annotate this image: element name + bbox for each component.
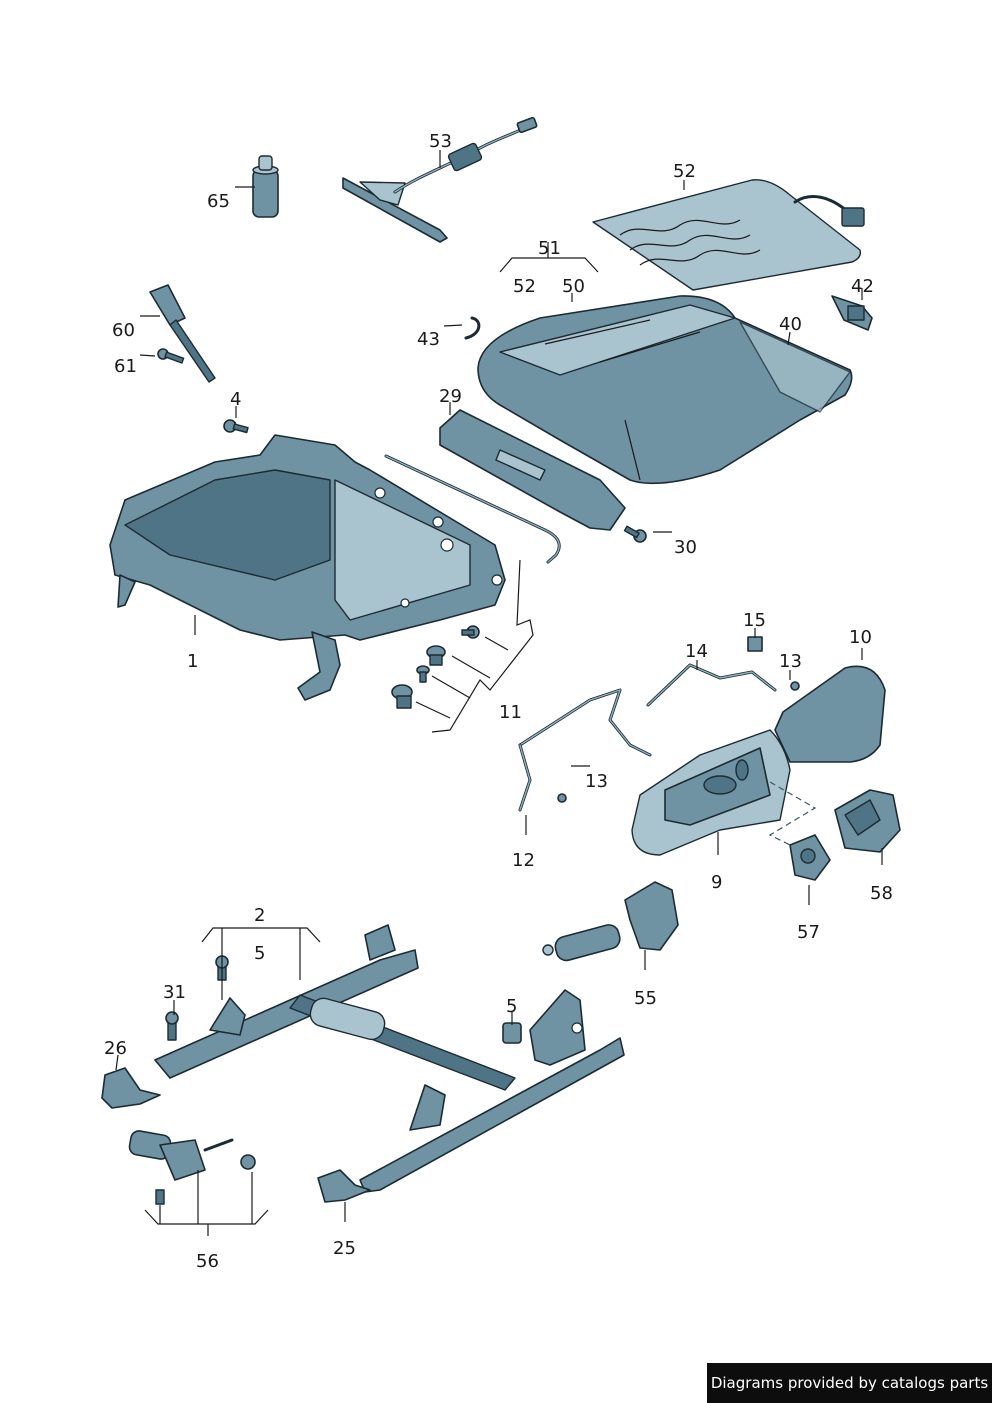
part-9-leader-dashes — [768, 781, 817, 846]
callout-10: 10 — [849, 627, 872, 648]
callout-58: 58 — [870, 883, 893, 904]
callout-29: 29 — [439, 386, 462, 407]
part-30-bolt — [623, 525, 647, 543]
callout-65: 65 — [207, 191, 230, 212]
part-26-bracket — [101, 1067, 161, 1109]
part-53-harness — [342, 116, 538, 243]
callout-52-mat: 52 — [673, 161, 696, 182]
part-29-bracket — [439, 409, 626, 531]
callout-55: 55 — [634, 988, 657, 1009]
callout-42: 42 — [851, 276, 874, 297]
part-4-bolt — [223, 419, 249, 434]
part-11-fasteners — [391, 625, 480, 709]
part-55-motor — [542, 881, 679, 962]
callout-25: 25 — [333, 1238, 356, 1259]
part-31-screw — [165, 1011, 179, 1041]
callout-51: 51 — [538, 238, 561, 259]
callout-2: 2 — [254, 905, 265, 926]
callout-15: 15 — [743, 610, 766, 631]
callout-52-group: 52 — [513, 276, 536, 297]
callout-53: 53 — [429, 131, 452, 152]
footer-banner: Diagrams provided by catalogs parts — [707, 1363, 992, 1403]
part-43-clip — [464, 316, 481, 340]
callout-30: 30 — [674, 537, 697, 558]
callout-12: 12 — [512, 850, 535, 871]
part-42-connector — [831, 295, 873, 331]
callout-9: 9 — [711, 872, 722, 893]
part-50-seat-cushion — [477, 295, 853, 485]
callout-31: 31 — [163, 982, 186, 1003]
part-52-heating-mat — [592, 179, 865, 291]
part-10-side-trim — [774, 665, 886, 763]
callout-14: 14 — [685, 641, 708, 662]
part-60-belt-buckle — [149, 284, 216, 383]
callout-60: 60 — [112, 320, 135, 341]
callout-4: 4 — [230, 389, 241, 410]
part-56-motor — [128, 1130, 256, 1205]
part-1-seat-frame — [109, 434, 506, 701]
part-65-can — [252, 155, 279, 218]
callout-26: 26 — [104, 1038, 127, 1059]
footer-credit-text: Diagrams provided by catalogs parts — [710, 1374, 989, 1392]
part-5-clip — [502, 1022, 522, 1044]
part-25-bracket — [317, 1169, 371, 1203]
callout-5-clip: 5 — [506, 996, 517, 1017]
part-57-switch — [789, 834, 831, 881]
part-61-bolt — [157, 348, 185, 364]
callout-61: 61 — [114, 356, 137, 377]
callout-56: 56 — [196, 1251, 219, 1272]
part-13-screw — [557, 681, 800, 803]
part-9-switch-panel — [631, 729, 791, 856]
callout-13-lower: 13 — [585, 771, 608, 792]
callout-labels: 65 53 52 51 52 50 42 40 43 60 61 4 29 30… — [104, 131, 893, 1272]
part-12-cable — [518, 743, 532, 812]
part-15-clip — [747, 636, 763, 652]
callout-40: 40 — [779, 314, 802, 335]
callout-43: 43 — [417, 329, 440, 350]
part-14-cable — [518, 663, 777, 757]
callout-13-upper: 13 — [779, 651, 802, 672]
part-2-seat-rails — [154, 924, 625, 1193]
leader-lines — [115, 150, 883, 1236]
callout-11: 11 — [499, 702, 522, 723]
callout-57: 57 — [797, 922, 820, 943]
callout-5-screw: 5 — [254, 943, 265, 964]
callout-1: 1 — [187, 651, 198, 672]
callout-50: 50 — [562, 276, 585, 297]
part-58-switch — [834, 789, 901, 853]
